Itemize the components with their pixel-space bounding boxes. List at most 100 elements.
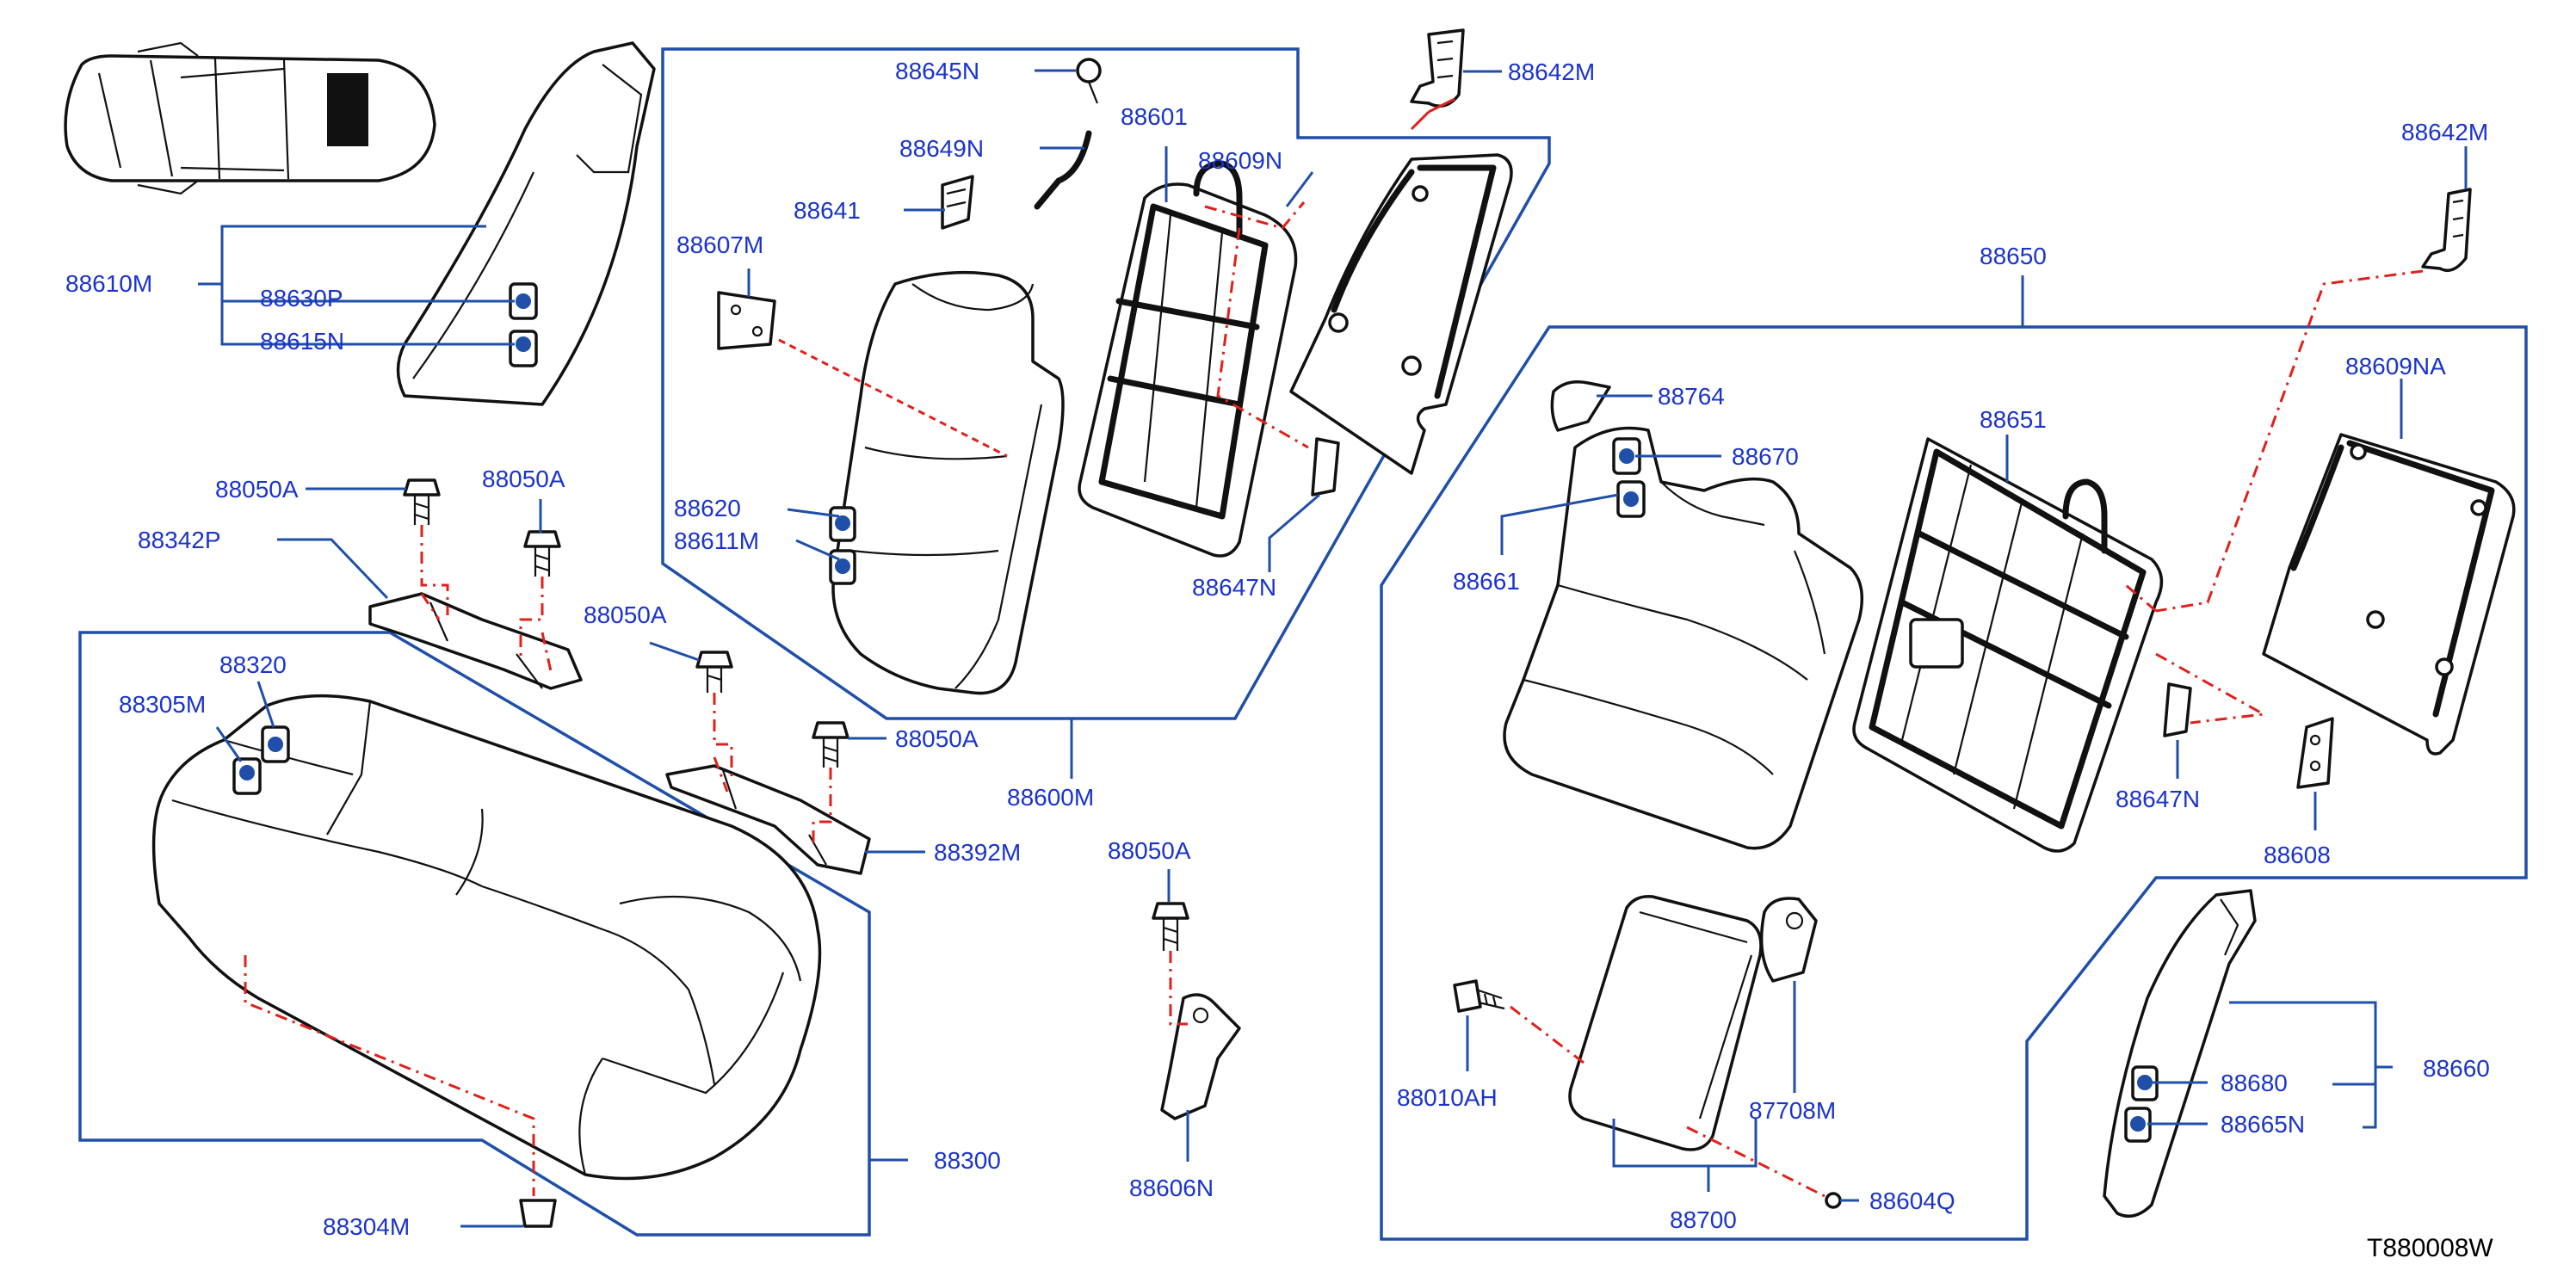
bracket-88606N — [1160, 993, 1241, 1120]
label-88641: 88641 — [794, 197, 861, 224]
label-88647N-b: 88647N — [2116, 786, 2200, 812]
label-88651: 88651 — [1980, 406, 2047, 433]
label-88647N-a: 88647N — [1192, 574, 1276, 601]
hook-88645N — [1076, 58, 1102, 104]
diagram-code: T880008W — [2367, 1234, 2493, 1262]
label-88050A-1: 88050A — [215, 476, 299, 503]
label-88050A-2: 88050A — [482, 466, 565, 492]
clip-dot — [516, 336, 531, 352]
label-88304M: 88304M — [323, 1213, 410, 1240]
bolt-88010AH — [1453, 979, 1505, 1013]
label-88661: 88661 — [1453, 568, 1520, 595]
leader-88342P — [277, 538, 389, 600]
side-trim-88660 — [2103, 889, 2257, 1218]
clip-dot — [835, 558, 850, 574]
label-88665N: 88665N — [2221, 1111, 2305, 1138]
bolt-88050A-3 — [695, 651, 733, 693]
seatback-frame-88601 — [1078, 160, 1298, 558]
label-88601: 88601 — [1121, 103, 1188, 130]
connection-line — [778, 338, 1008, 458]
label-88050A-4: 88050A — [895, 725, 979, 752]
label-88764: 88764 — [1658, 383, 1725, 410]
label-88649N: 88649N — [899, 135, 984, 162]
label-88650: 88650 — [1980, 243, 2047, 269]
connection-line — [420, 525, 449, 620]
hinge-88607M — [717, 291, 776, 350]
seatback-left-group-frame — [661, 47, 1551, 720]
bracket-88647N-right — [2163, 682, 2192, 737]
leader-88305M — [215, 726, 243, 762]
leader-88609N — [1285, 171, 1314, 207]
label-88611M: 88611M — [674, 527, 759, 554]
bracket-87708M — [1759, 897, 1818, 983]
leader-88647N-a — [1268, 493, 1320, 572]
connection-line — [1204, 201, 1306, 230]
cap-88604Q — [1825, 1192, 1842, 1209]
leader-88320 — [256, 681, 275, 728]
side-trim-88610M — [396, 41, 656, 406]
label-88680: 88680 — [2221, 1070, 2288, 1096]
clip-dot — [2130, 1116, 2146, 1132]
bolt-88050A-4 — [812, 721, 849, 768]
bracket-88642M-right — [2421, 188, 2472, 272]
leader-88700 — [1612, 1119, 1757, 1192]
connection-line — [1169, 951, 1188, 1026]
clip-dot — [1623, 491, 1639, 507]
seatback-frame-88651 — [1852, 437, 2164, 853]
leader-88660 — [2152, 1001, 2393, 1129]
leader-88611M — [795, 539, 840, 561]
label-88609N: 88609N — [1198, 147, 1282, 174]
clip-dot — [835, 515, 850, 531]
seat-cushion-88300 — [151, 694, 822, 1181]
leader-88050A-3 — [649, 641, 700, 662]
label-88392M: 88392M — [934, 839, 1021, 866]
label-88642M-b: 88642M — [2401, 119, 2488, 145]
connection-line — [713, 693, 733, 793]
hook-88304M — [519, 1199, 557, 1228]
label-88342P: 88342P — [138, 527, 221, 553]
label-88305M: 88305M — [119, 691, 206, 718]
seatback-board-88609NA — [2262, 433, 2516, 756]
bracket-88642M-left — [1410, 28, 1465, 108]
connection-line — [2125, 269, 2424, 613]
label-88608: 88608 — [2264, 842, 2331, 868]
leader-88661 — [1500, 493, 1619, 555]
label-88010AH: 88010AH — [1397, 1084, 1498, 1111]
label-88645N: 88645N — [895, 58, 979, 84]
label-88642M-a: 88642M — [1508, 59, 1595, 85]
seatback-board-88609N — [1289, 153, 1513, 475]
label-88630P: 88630P — [260, 285, 343, 312]
label-88050A-5: 88050A — [1108, 837, 1191, 864]
seat-cushion-group-frame — [78, 631, 871, 1237]
connection-line — [519, 577, 553, 672]
label-88615N: 88615N — [260, 328, 344, 355]
seatback-cushion-88661 — [1503, 426, 1864, 850]
leader-88610M — [198, 225, 515, 346]
clip-dot — [516, 293, 531, 309]
armrest-88700 — [1568, 895, 1763, 1151]
bracket-88392M — [665, 764, 871, 875]
label-88600M: 88600M — [1007, 784, 1094, 811]
label-88604Q: 88604Q — [1869, 1188, 1955, 1214]
label-88050A-3: 88050A — [584, 601, 667, 628]
label-88606N: 88606N — [1129, 1175, 1214, 1201]
label-88610M: 88610M — [65, 270, 152, 297]
label-88620: 88620 — [674, 495, 741, 521]
label-88300: 88300 — [934, 1147, 1001, 1174]
clip-dot — [1619, 448, 1634, 464]
bolt-88050A-1 — [403, 478, 441, 525]
bolt-88050A-2 — [523, 530, 561, 577]
connection-line — [1410, 97, 1455, 131]
label-88660: 88660 — [2423, 1055, 2490, 1082]
seatback-cushion-88620 — [829, 270, 1065, 695]
bolt-88050A-5 — [1152, 902, 1189, 951]
cover-88764 — [1550, 380, 1611, 432]
latch-cover-88641 — [941, 175, 974, 230]
leader-88620 — [787, 508, 840, 518]
car-top-view-icon — [64, 41, 436, 195]
seatback-right-group-frame — [1380, 325, 2528, 1241]
label-87708M: 87708M — [1749, 1097, 1836, 1124]
label-88609NA: 88609NA — [2345, 353, 2446, 379]
label-88607M: 88607M — [676, 231, 763, 258]
